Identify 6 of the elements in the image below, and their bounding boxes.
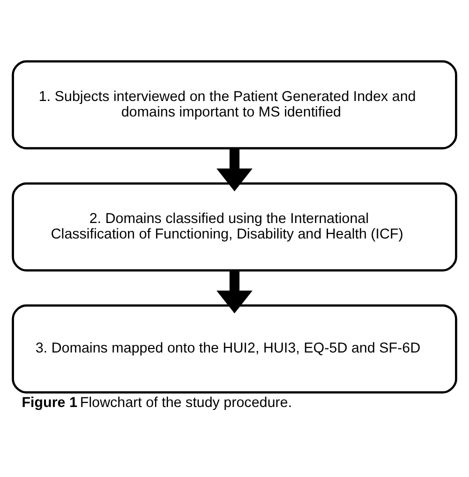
arrow xyxy=(216,270,252,313)
node-box: 2. Domains classified using the International Classification of Functioning, Disability and Health (ICF) xyxy=(12,182,458,271)
node-box: 1. Subjects interviewed on the Patient Generated Index and domains important to MS identified xyxy=(12,60,458,149)
node-box: 3. Domains mapped onto the HUI2, HUI3, EQ-5D and SF-6D xyxy=(12,304,458,394)
caption: Figure 1 Flowchart of the study procedure. xyxy=(22,394,292,411)
arrow xyxy=(216,148,252,191)
